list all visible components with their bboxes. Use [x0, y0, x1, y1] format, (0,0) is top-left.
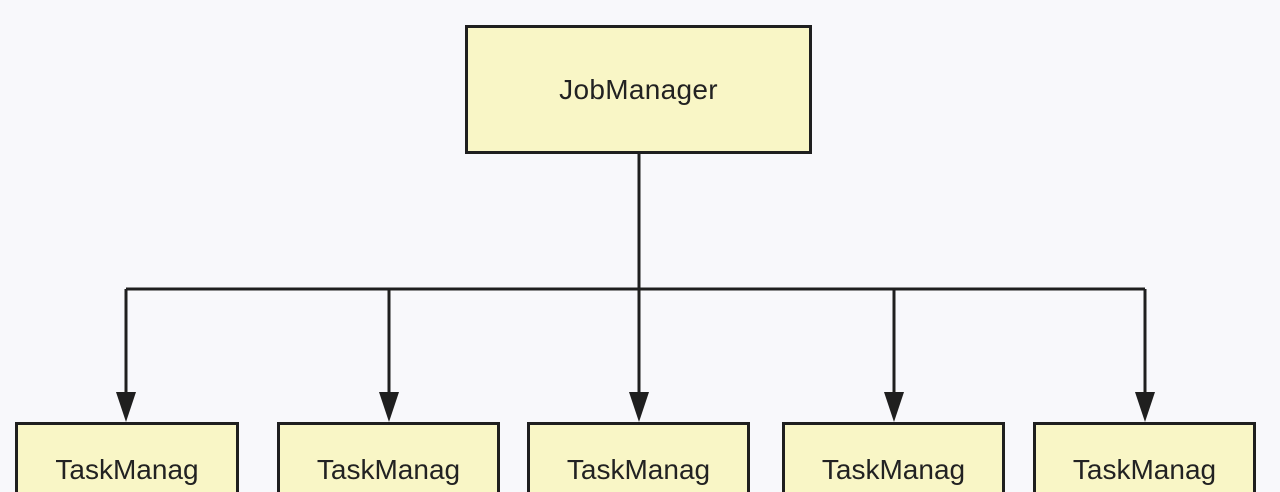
arrowhead-5 [1135, 392, 1155, 422]
arrowhead-1 [116, 392, 136, 422]
taskmanager-label-5: TaskManag [1072, 454, 1217, 485]
taskmanager-label-3: TaskManag [566, 454, 711, 485]
taskmanager-node-5: TaskManag [1033, 422, 1256, 492]
jobmanager-label: JobManager [559, 73, 718, 105]
taskmanager-label-1: TaskManag [55, 454, 199, 485]
arrowhead-3 [629, 392, 649, 422]
taskmanager-node-3: TaskManag [527, 422, 750, 492]
taskmanager-label-4: TaskManag [821, 454, 966, 485]
jobmanager-node: JobManager [465, 25, 812, 154]
taskmanager-label-2: TaskManag [316, 454, 461, 485]
arrowhead-2 [379, 392, 399, 422]
taskmanager-node-4: TaskManag [782, 422, 1005, 492]
taskmanager-node-2: TaskManag [277, 422, 500, 492]
arrowhead-4 [884, 392, 904, 422]
taskmanager-node-1: TaskManag [15, 422, 239, 492]
